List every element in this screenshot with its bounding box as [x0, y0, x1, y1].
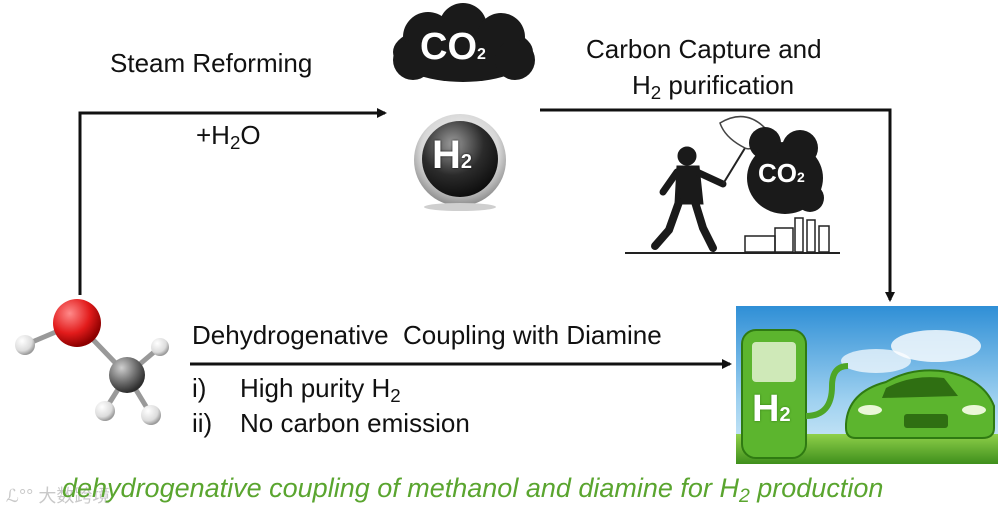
- list-item-number: i): [192, 373, 207, 403]
- capture-co2-text: CO2: [758, 158, 805, 189]
- list-item: i) High purity H2: [192, 373, 401, 407]
- list-item-text: No carbon emission: [240, 408, 470, 438]
- water-reactant-label: +H2O: [196, 120, 261, 154]
- station-h: H: [752, 388, 780, 430]
- caption-text: dehydrogenative coupling of methanol and…: [62, 473, 739, 503]
- methanol-molecule-icon: [15, 299, 169, 425]
- watermark: ℒ°° 大数跨境: [6, 486, 111, 506]
- steam-reforming-label: Steam Reforming: [110, 48, 313, 78]
- list-item-text: High purity H: [240, 373, 391, 403]
- carbon-capture-line1: Carbon Capture and: [586, 34, 822, 64]
- water-h: +H: [196, 120, 230, 150]
- co2-cloud-text: CO2: [420, 26, 486, 69]
- carbon-capture-illustration: [625, 115, 840, 254]
- figure-caption: dehydrogenative coupling of methanol and…: [62, 473, 884, 508]
- water-o: O: [240, 120, 261, 150]
- caption-sub: 2: [738, 485, 750, 508]
- co2-cloud-icon: [393, 3, 535, 82]
- purification-sub: 2: [650, 82, 662, 104]
- co2-main: CO: [420, 26, 477, 68]
- station-sub: 2: [779, 404, 791, 426]
- list-item-number: ii): [192, 408, 213, 438]
- capture-co2-sub: 2: [797, 169, 805, 185]
- carbon-capture-line2: H2 purification: [632, 70, 795, 104]
- list-item-sub: 2: [390, 385, 401, 407]
- h2-sub: 2: [460, 151, 473, 173]
- h2-sphere-icon: [414, 114, 506, 211]
- purification-h: H: [632, 70, 651, 100]
- water-sub: 2: [229, 132, 241, 154]
- steam-reforming-arrow: [78, 108, 387, 295]
- h2-main: H: [432, 133, 461, 177]
- capture-co2-main: CO: [758, 158, 797, 188]
- hydrogen-car-station-illustration: [736, 306, 998, 464]
- co2-sub: 2: [477, 46, 486, 63]
- list-item: ii) No carbon emission: [192, 408, 470, 439]
- h2-sphere-text: H2: [432, 133, 472, 178]
- station-h2-text: H2: [752, 388, 791, 431]
- dehydrogenative-title: Dehydrogenative Coupling with Diamine: [192, 320, 662, 350]
- purification-rest: purification: [661, 70, 795, 100]
- caption-rest: production: [749, 473, 884, 503]
- capture-arrow: [540, 108, 895, 302]
